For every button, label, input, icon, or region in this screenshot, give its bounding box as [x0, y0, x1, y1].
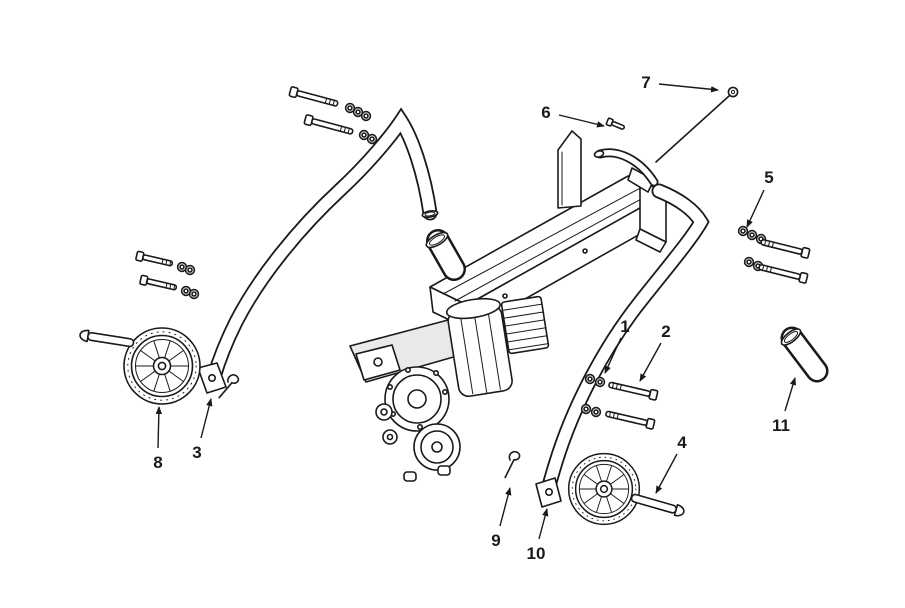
right-foot-plate — [535, 477, 562, 508]
callout-label-9: 9 — [491, 531, 500, 550]
right-axle-bolt — [629, 491, 687, 519]
small-bolt — [605, 117, 627, 132]
right-cotter-pin — [502, 450, 522, 479]
right-side-hardware — [737, 225, 811, 285]
callout-arrow-10 — [538, 508, 549, 540]
callout-label-5: 5 — [764, 168, 773, 187]
callout-arrow-8 — [155, 406, 163, 449]
callouts: 1 2 3 4 5 6 7 8 9 10 11 — [153, 73, 797, 563]
callout-arrow-6 — [558, 114, 605, 128]
callout-arrow-1 — [604, 337, 622, 374]
callout-label-3: 3 — [192, 443, 201, 462]
callout-label-6: 6 — [541, 103, 550, 122]
wedge-plate — [557, 130, 582, 209]
dipstick-rod — [655, 86, 739, 163]
oil-tube-stub — [425, 229, 466, 281]
heat-sink — [500, 295, 550, 355]
mounting-plate — [349, 319, 465, 383]
grip-tube — [780, 326, 829, 383]
upper-left-hardware — [288, 85, 378, 145]
left-foot-plate — [197, 362, 227, 394]
callout-label-7: 7 — [641, 73, 650, 92]
callout-label-11: 11 — [772, 416, 790, 435]
callout-arrow-4 — [655, 453, 678, 494]
right-handle-tube — [539, 183, 710, 502]
pump-assembly — [375, 366, 461, 482]
callout-label-10: 10 — [527, 544, 546, 563]
left-wheel — [123, 327, 201, 405]
callout-label-8: 8 — [153, 453, 162, 472]
right-wheel — [567, 452, 641, 526]
callout-arrow-7 — [658, 83, 719, 93]
callout-arrow-3 — [200, 398, 213, 439]
callout-label-2: 2 — [661, 322, 670, 341]
callout-arrow-2 — [639, 342, 662, 382]
left-axle-bolt — [78, 328, 136, 350]
motor-body — [445, 297, 513, 398]
center-hardware — [580, 373, 659, 431]
callout-label-4: 4 — [677, 433, 687, 452]
log-splitter-drawing — [78, 85, 829, 526]
callout-arrow-9 — [499, 487, 512, 527]
callout-label-1: 1 — [620, 317, 629, 336]
callout-arrow-11 — [784, 377, 797, 412]
callout-arrow-5 — [746, 189, 765, 228]
left-handle-tube — [206, 107, 439, 385]
control-handle — [593, 148, 659, 193]
left-mid-hardware — [134, 250, 200, 300]
